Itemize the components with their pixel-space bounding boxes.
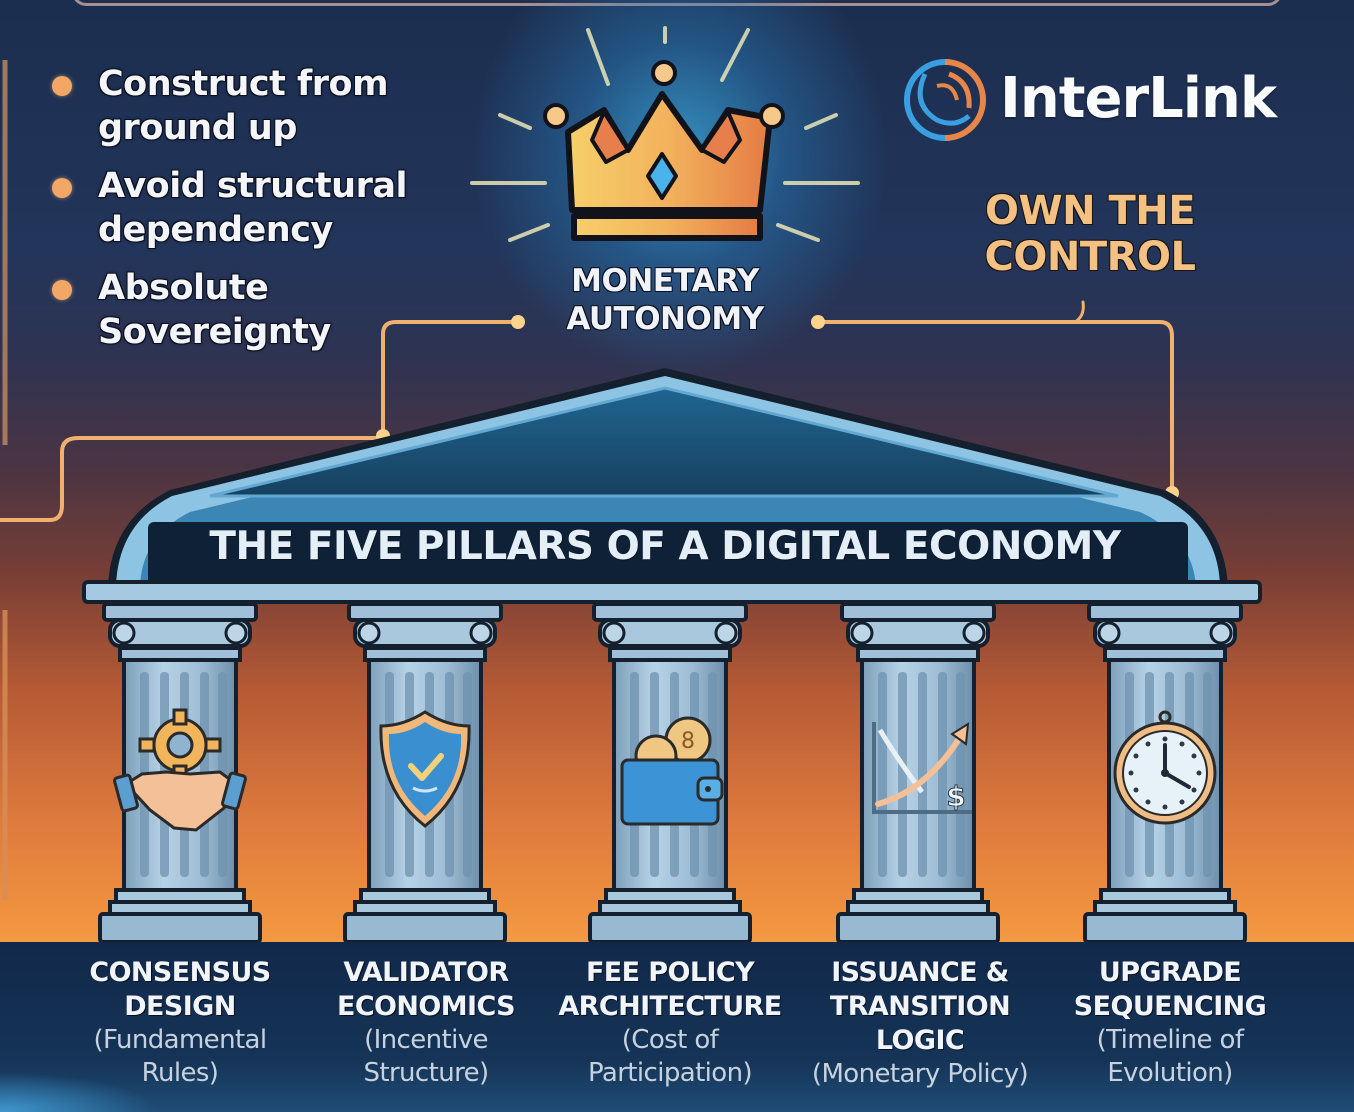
crown-rays: [470, 26, 860, 242]
crown-icon: [543, 60, 785, 241]
svg-text:$: $: [946, 780, 965, 813]
brand-name: InterLink: [1000, 65, 1277, 131]
pillar-subtitle: (Fundamental Rules): [93, 1025, 267, 1088]
bullet-dot-icon: [52, 76, 72, 96]
interlink-logo-icon: [904, 59, 986, 141]
connector-lines: [0, 300, 1174, 522]
bullet-text: Construct from ground up: [98, 64, 389, 148]
pillar-subtitle: (Incentive Structure): [363, 1025, 489, 1088]
clock-icon: [1113, 710, 1217, 825]
bullet-item: Absolute Sovereignty: [52, 266, 432, 354]
pillar-label-consensus-design: CONSENSUS DESIGN (Fundamental Rules): [60, 956, 300, 1090]
bullet-text: Absolute Sovereignty: [98, 268, 331, 352]
pillar-label-validator-economics: VALIDATOR ECONOMICS (Incentive Structure…: [306, 956, 546, 1090]
temple-pediment: [82, 368, 1262, 604]
pillar-title: VALIDATOR ECONOMICS: [336, 957, 516, 1022]
pillar-subtitle: (Timeline of Evolution): [1096, 1025, 1244, 1088]
monetary-autonomy-label: MONETARY AUTONOMY: [566, 263, 764, 337]
pillar-title: CONSENSUS DESIGN: [89, 957, 271, 1022]
pillar-label-upgrade-sequencing: UPGRADE SEQUENCING (Timeline of Evolutio…: [1050, 956, 1290, 1090]
temple-banner-title: THE FIVE PILLARS OF A DIGITAL ECONOMY: [209, 524, 1121, 569]
pillar-label-fee-policy-architecture: FEE POLICY ARCHITECTURE (Cost of Partici…: [550, 956, 790, 1090]
bullet-dot-icon: [52, 280, 72, 300]
bullet-item: Avoid structural dependency: [52, 164, 432, 252]
own-the-control-callout: OWN THE CONTROL: [984, 188, 1196, 280]
pillar-label-issuance-transition-logic: ISSUANCE & TRANSITION LOGIC (Monetary Po…: [800, 956, 1040, 1091]
brand-logo-space: [902, 55, 988, 141]
pillar-subtitle: (Cost of Participation): [587, 1025, 753, 1088]
gear-handshake-icon: [113, 708, 247, 832]
bullet-dot-icon: [52, 178, 72, 198]
pillar-subtitle: (Monetary Policy): [811, 1059, 1029, 1089]
pillar-4: [836, 602, 1000, 944]
pillar-2: [343, 602, 507, 944]
bullet-text: Avoid structural dependency: [98, 166, 407, 250]
shield-check-icon: [379, 710, 471, 828]
wallet-coins-icon: 8: [620, 716, 724, 826]
pillar-title: FEE POLICY ARCHITECTURE: [558, 957, 782, 1022]
bullet-list: Construct from ground up Avoid structura…: [52, 62, 432, 368]
pillar-labels-band: [0, 942, 1354, 1112]
pillar-title: UPGRADE SEQUENCING: [1073, 957, 1267, 1022]
bullet-item: Construct from ground up: [52, 62, 432, 150]
pillar-title: ISSUANCE & TRANSITION LOGIC: [829, 957, 1011, 1056]
brand: InterLink: [902, 55, 1277, 141]
svg-text:8: 8: [681, 729, 695, 754]
chart-dollar-icon: $: [872, 722, 972, 814]
